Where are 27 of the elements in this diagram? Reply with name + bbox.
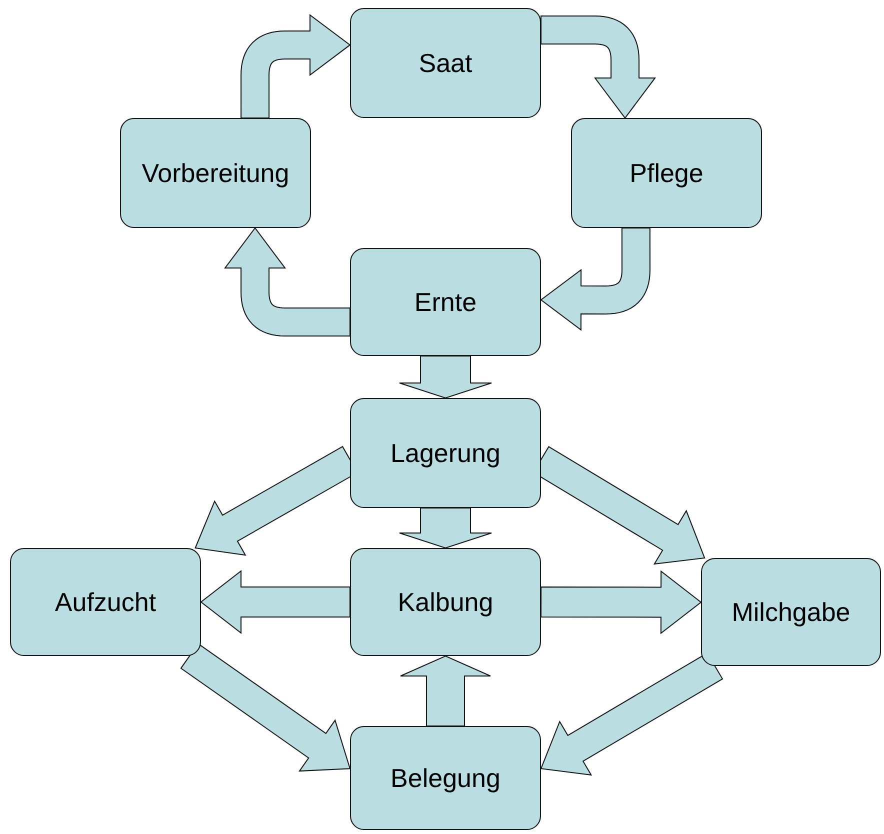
process-box bbox=[701, 558, 881, 666]
process-box bbox=[350, 8, 541, 118]
box-label: Saat bbox=[418, 48, 472, 78]
process-box bbox=[571, 118, 762, 228]
process-box bbox=[350, 726, 541, 830]
process-box bbox=[350, 398, 541, 508]
block-arrow bbox=[180, 643, 351, 772]
block-arrow bbox=[540, 570, 702, 634]
box-label: Lagerung bbox=[390, 438, 500, 468]
block-arrow bbox=[399, 508, 492, 549]
process-box bbox=[350, 548, 541, 656]
block-arrow bbox=[540, 227, 650, 331]
block-arrow bbox=[240, 14, 351, 118]
box-label: Kalbung bbox=[398, 586, 494, 618]
box-label: Belegung bbox=[390, 762, 500, 794]
box-label: Pflege bbox=[630, 158, 704, 188]
block-arrow bbox=[540, 16, 656, 119]
box-label: Vorbereitung bbox=[142, 158, 290, 188]
block-arrow bbox=[200, 570, 350, 634]
process-box bbox=[120, 118, 311, 228]
box-label: Ernte bbox=[414, 286, 477, 318]
box-label: Aufzucht bbox=[54, 586, 156, 618]
box-label: Milchgabe bbox=[732, 596, 850, 628]
block-arrow bbox=[399, 356, 492, 399]
block-arrow bbox=[400, 655, 491, 726]
process-box bbox=[10, 548, 201, 656]
process-box bbox=[350, 248, 541, 356]
